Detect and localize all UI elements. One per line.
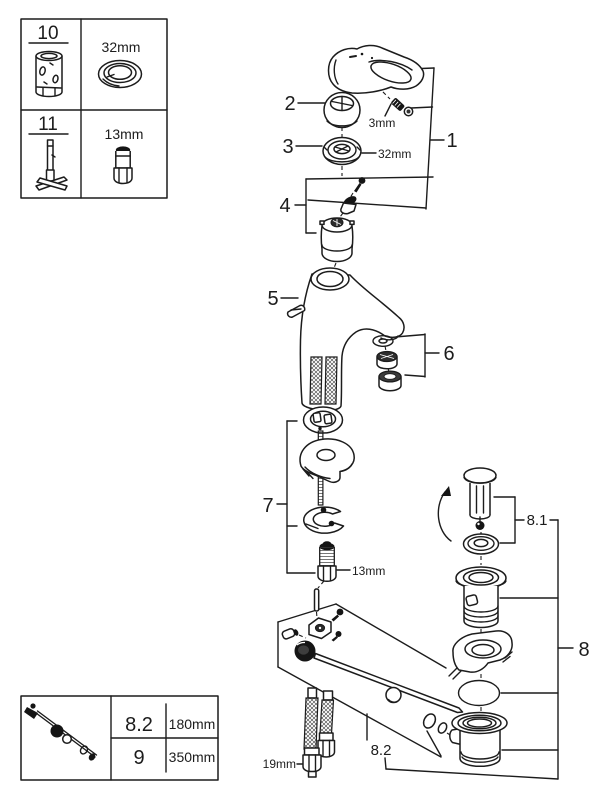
- rod-nut-ring: [437, 722, 448, 734]
- cartridge-screw: [349, 177, 366, 199]
- pivot-screw-bottom: [331, 631, 342, 642]
- callout-6-bracket: [394, 333, 440, 378]
- tool-box-border: [20, 18, 168, 199]
- rotation-arrow: [437, 486, 452, 542]
- tool-rod-icon: [35, 139, 68, 191]
- drain-top: [455, 566, 507, 629]
- aerator-insert: [376, 350, 398, 370]
- tool-sleeve-icon: [35, 50, 63, 98]
- callout-7-bracket: [276, 420, 316, 574]
- dim-13mm: 13mm: [352, 564, 385, 578]
- callout-labels: 1 2 3 4 5 6 7 8 8.1 8.2: [262, 93, 589, 759]
- base-gasket: [302, 406, 344, 434]
- tool-ring-icon: [97, 59, 143, 89]
- tool-11-number: 11: [38, 114, 58, 135]
- tool-10-number: 10: [37, 23, 58, 44]
- tool-socket-size-label: 13mm: [105, 126, 144, 142]
- table-part-9: 9: [133, 747, 144, 769]
- pivot-rod-assembly: [281, 588, 464, 734]
- callout-8-2-bracket: [277, 603, 559, 780]
- table-length-350: 350mm: [169, 749, 216, 765]
- drain-housing: [449, 711, 508, 768]
- aerator-assembly: [372, 335, 402, 392]
- callout-8-2: 8.2: [371, 742, 392, 759]
- cartridge-adapter: [339, 196, 357, 218]
- callout-3: 3: [282, 136, 293, 158]
- hose-left: [302, 687, 322, 778]
- tool-box: 10 32mm 11 13mm: [20, 18, 168, 199]
- supply-hose-tails: [309, 356, 338, 405]
- aerator-housing: [378, 370, 402, 392]
- cartridge: [319, 217, 355, 263]
- callout-4-bracket: [294, 176, 434, 234]
- rod-assembly-icon: [24, 703, 98, 761]
- dim-32mm: 32mm: [378, 147, 411, 161]
- dim-3mm: 3mm: [369, 116, 396, 130]
- supply-hoses: [302, 687, 336, 778]
- dimension-labels: 3mm 32mm 13mm 19mm: [263, 116, 412, 771]
- tool-socket-icon: [113, 146, 133, 185]
- mounting-stud-13mm: [317, 541, 337, 583]
- aerator-washer: [372, 335, 394, 348]
- callout-1-lines: [408, 67, 445, 210]
- callout-7: 7: [262, 495, 273, 517]
- cap-ring: [323, 91, 361, 129]
- pivot-tee: [308, 617, 332, 640]
- callout-4: 4: [279, 195, 290, 217]
- callout-8-1: 8.1: [527, 512, 548, 529]
- hose-right: [317, 690, 336, 758]
- callout-8: 8: [578, 639, 589, 661]
- callout-8-bracket: [499, 519, 574, 780]
- ring-nut-32mm: [322, 136, 362, 166]
- length-table: 8.2 180mm 9 350mm: [20, 695, 219, 781]
- pivot-knob: [294, 640, 316, 662]
- handle-screw-3mm: [391, 98, 414, 117]
- mounting-plate: [299, 438, 355, 484]
- body-lever-pin: [286, 304, 306, 318]
- callout-6: 6: [443, 343, 454, 365]
- callout-8-1-bracket: [493, 496, 559, 544]
- drain-washer: [448, 630, 513, 680]
- table-part-8-2: 8.2: [125, 714, 153, 736]
- callout-5: 5: [267, 288, 278, 310]
- drain-o-ring: [457, 679, 501, 707]
- rod-o-ring: [422, 713, 437, 729]
- mounting-clamp: [303, 506, 345, 534]
- pivot-pin: [313, 588, 320, 612]
- pivot-screw-top: [331, 608, 344, 622]
- drain-plug: [463, 467, 497, 530]
- ball-rod: [313, 652, 464, 714]
- dim-19mm: 19mm: [263, 757, 296, 771]
- table-length-180: 180mm: [169, 716, 216, 732]
- callout-2: 2: [284, 93, 295, 115]
- lever-handle: [327, 44, 425, 94]
- tool-ring-size-label: 32mm: [102, 39, 141, 55]
- pivot-plug: [281, 628, 307, 640]
- callout-1: 1: [446, 130, 457, 152]
- plug-seal-ring: [462, 533, 500, 555]
